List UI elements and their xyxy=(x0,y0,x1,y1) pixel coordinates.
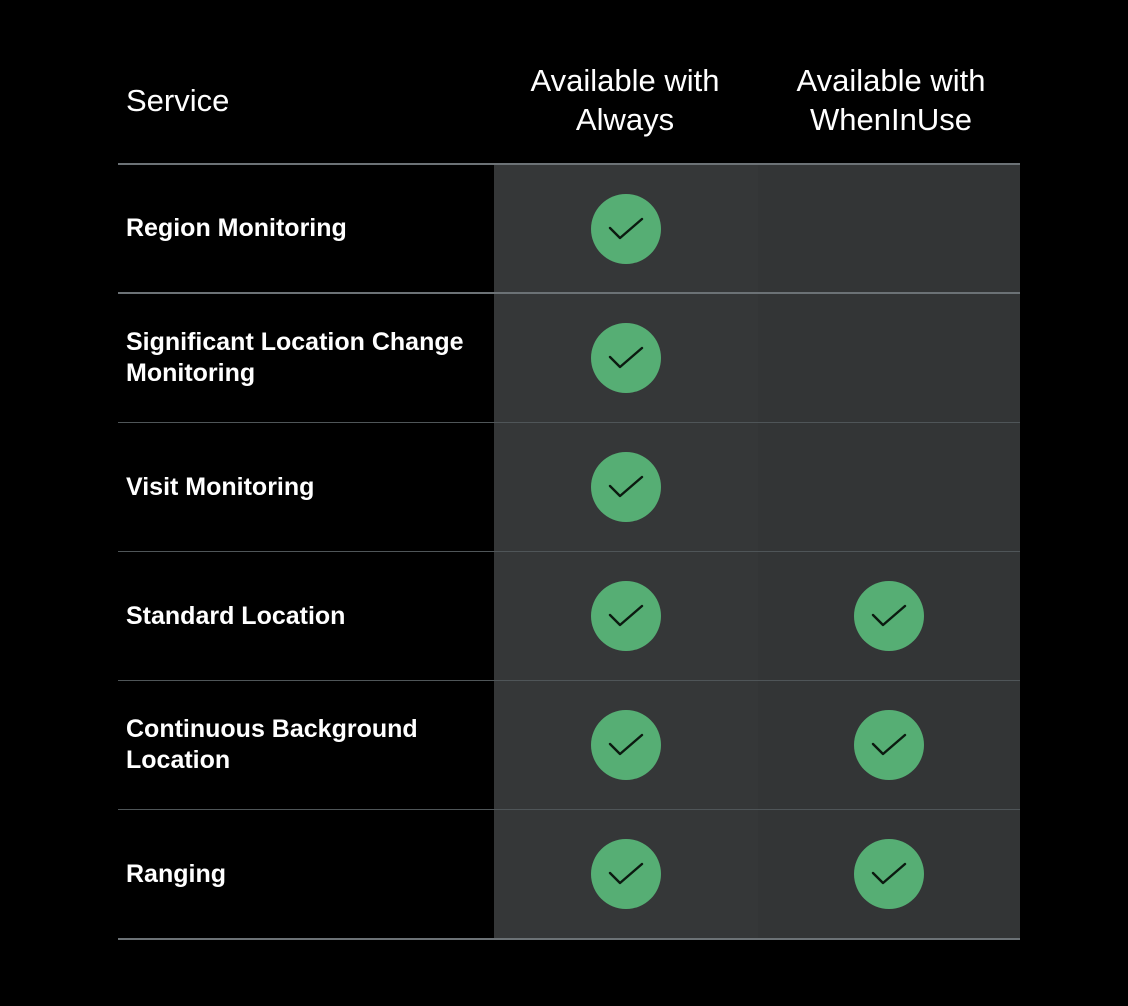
checkmark-circle-icon xyxy=(591,581,661,651)
availability-cell-wheninuse xyxy=(758,423,1020,551)
service-name: Region Monitoring xyxy=(126,214,347,242)
availability-cell-wheninuse xyxy=(758,165,1020,292)
header-service: Service xyxy=(126,83,230,118)
availability-cell-wheninuse xyxy=(758,552,1020,680)
availability-cell-always xyxy=(494,810,758,938)
service-name: Standard Location xyxy=(126,601,346,630)
service-cell: Significant Location Change Monitoring xyxy=(118,294,494,422)
checkmark-circle-icon xyxy=(591,193,661,264)
table-row: Region Monitoring xyxy=(118,165,1020,294)
table-row: Visit Monitoring xyxy=(118,423,1020,552)
header-available-always: Available with Always xyxy=(530,63,720,137)
availability-cell-always xyxy=(494,681,758,809)
service-cell: Ranging xyxy=(118,810,494,938)
header-available-wheninuse: Available with WhenInUse xyxy=(796,63,986,137)
availability-cell-always xyxy=(494,294,758,422)
availability-cell-wheninuse xyxy=(758,810,1020,938)
checkmark-circle-icon xyxy=(854,710,924,780)
checkmark-circle-icon xyxy=(591,323,661,393)
service-cell: Standard Location xyxy=(118,552,494,680)
service-name: Significant Location Change Monitoring xyxy=(126,328,464,387)
table-row: Continuous Background Location xyxy=(118,681,1020,810)
table-row: Standard Location xyxy=(118,552,1020,681)
service-cell: Continuous Background Location xyxy=(118,681,494,809)
checkmark-circle-icon xyxy=(591,710,661,780)
service-cell: Region Monitoring xyxy=(118,165,494,292)
availability-cell-always xyxy=(494,552,758,680)
table-row: Significant Location Change Monitoring xyxy=(118,294,1020,423)
checkmark-circle-icon xyxy=(591,839,661,909)
table-header: Service Available with Always Available … xyxy=(118,40,1020,165)
service-name: Continuous Background Location xyxy=(126,715,418,774)
availability-cell-always xyxy=(494,423,758,551)
checkmark-circle-icon xyxy=(854,839,924,909)
table-row: Ranging xyxy=(118,810,1020,940)
service-cell: Visit Monitoring xyxy=(118,423,494,551)
availability-cell-wheninuse xyxy=(758,681,1020,809)
service-availability-table: Service Available with Always Available … xyxy=(118,40,1020,940)
checkmark-circle-icon xyxy=(591,452,661,522)
checkmark-circle-icon xyxy=(854,581,924,651)
service-name: Ranging xyxy=(126,859,226,888)
service-name: Visit Monitoring xyxy=(126,472,315,501)
availability-cell-wheninuse xyxy=(758,294,1020,422)
availability-cell-always xyxy=(494,165,758,292)
